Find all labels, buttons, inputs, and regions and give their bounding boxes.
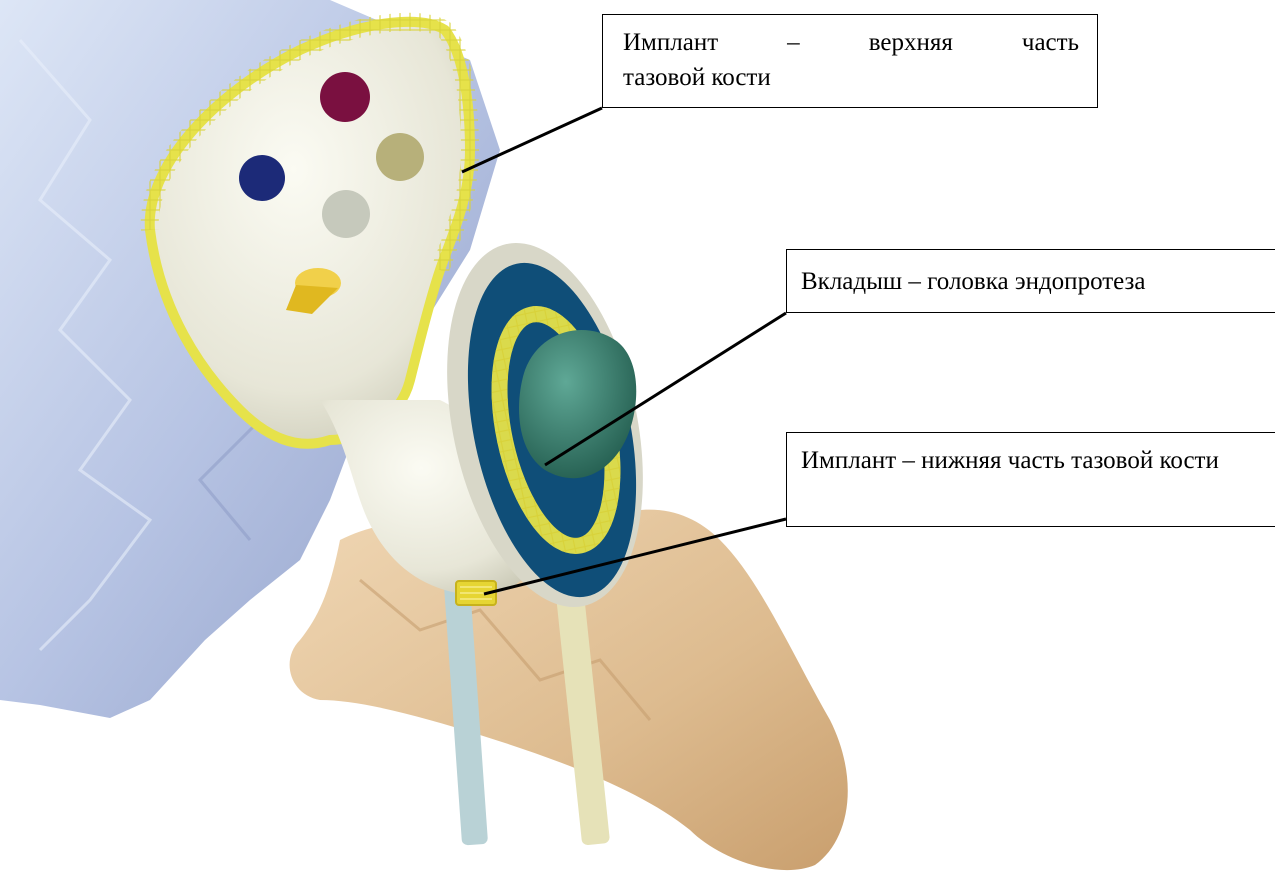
callout-upper-word2: – [787,25,800,60]
callout-upper-word3: верхняя [869,25,953,60]
callout-liner: Вкладыш – головка эндопротеза [786,249,1275,313]
callout-upper-line1: Имплант – верхняя часть [623,25,1079,60]
screw-hole-olive [376,133,424,181]
callout-lower-text: Имплант – нижняя часть тазовой кости [801,447,1219,474]
screw-hole-red [320,72,370,122]
callout-upper-word1: Имплант [623,25,718,60]
callout-upper-implant: Имплант – верхняя часть тазовой кости [602,14,1098,108]
callout-upper-word4: часть [1022,25,1079,60]
callout-liner-text: Вкладыш – головка эндопротеза [801,268,1146,295]
screw-hole-blue [239,155,285,201]
callout-lower-implant: Имплант – нижняя часть тазовой кости [786,432,1275,527]
callout-upper-line2: тазовой кости [623,60,1079,95]
screw-hole-grey [322,190,370,238]
